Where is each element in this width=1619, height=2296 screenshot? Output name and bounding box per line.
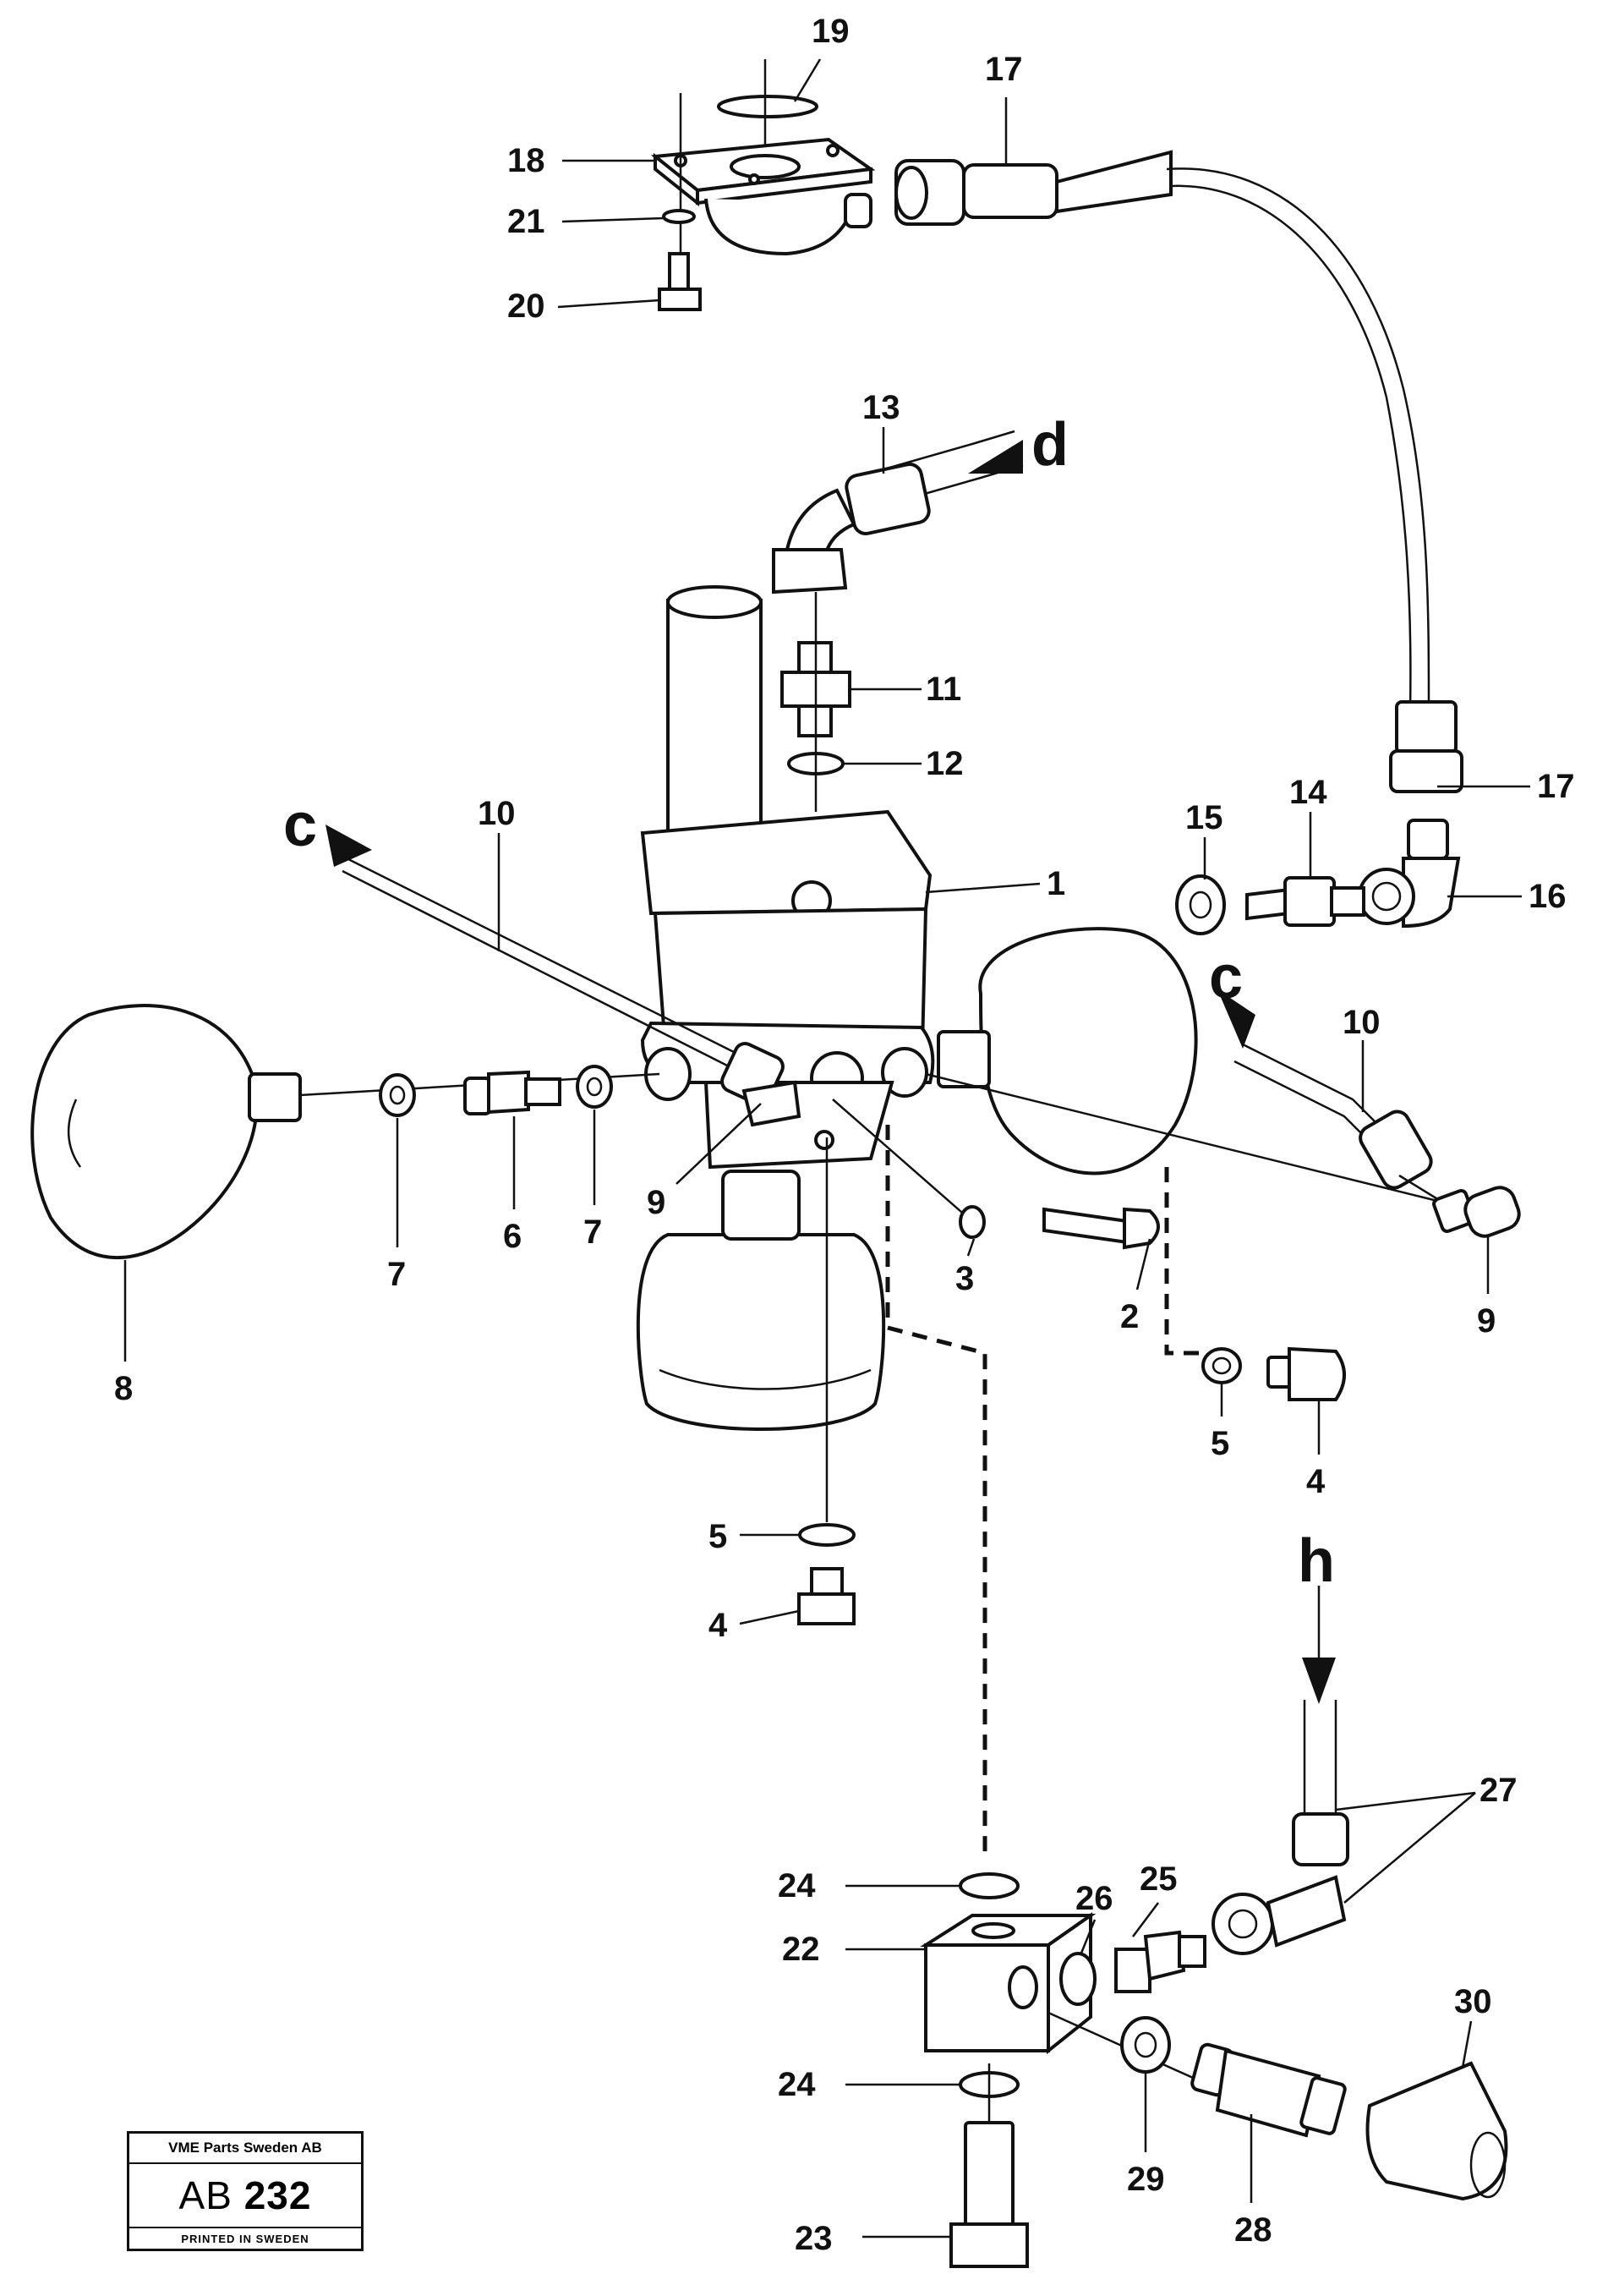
callout-7-right: 7 (583, 1214, 602, 1251)
arrow-c-left (325, 825, 372, 867)
callout-15: 15 (1185, 799, 1223, 836)
callout-1: 1 (1047, 865, 1065, 902)
stamp-code: AB 232 (129, 2164, 361, 2228)
callout-24-top: 24 (778, 1867, 816, 1904)
callout-12: 12 (926, 745, 964, 782)
callout-30: 30 (1454, 1983, 1492, 2020)
callout-4-bottom: 4 (708, 1607, 728, 1644)
flow-marker-c-left: c (283, 792, 317, 859)
callout-18: 18 (507, 142, 545, 179)
callout-28: 28 (1234, 2211, 1272, 2249)
callout-10-left: 10 (478, 795, 516, 832)
callout-5-bottom: 5 (708, 1518, 727, 1555)
leader-lines (123, 58, 1530, 2238)
bottom-plug (797, 1137, 856, 1625)
callout-23: 23 (795, 2220, 833, 2257)
callout-20: 20 (507, 288, 545, 325)
flow-markers: c c d h (283, 411, 1336, 1704)
callout-labels: 1 2 3 4 4 5 5 6 7 7 8 9 9 10 10 11 12 13… (114, 13, 1575, 2257)
callout-22: 22 (782, 1931, 820, 1968)
valve-block (640, 585, 935, 1170)
bottom-assembly (920, 1700, 1508, 2268)
callout-24-bottom: 24 (778, 2066, 816, 2103)
callout-29: 29 (1127, 2161, 1165, 2198)
callout-25: 25 (1140, 1860, 1178, 1898)
stamp-code-number: 232 (243, 2173, 312, 2217)
flow-marker-c-right: c (1209, 944, 1243, 1011)
accumulator-left (30, 1004, 302, 1260)
hose-fitting-right (1175, 700, 1463, 935)
callout-17-right: 17 (1537, 768, 1575, 805)
callout-13: 13 (862, 389, 900, 426)
arrow-c-right (1217, 989, 1255, 1049)
callout-9-left: 9 (647, 1184, 665, 1221)
callout-27: 27 (1480, 1772, 1518, 1809)
right-plugs (832, 1099, 1346, 1401)
callout-21: 21 (507, 203, 545, 240)
flange-assembly (650, 59, 1430, 711)
stamp-printed: PRINTED IN SWEDEN (181, 2233, 309, 2245)
catalog-stamp: VME Parts Sweden AB AB 232 PRINTED IN SW… (127, 2131, 364, 2251)
callout-16: 16 (1529, 878, 1567, 915)
callout-9-right: 9 (1477, 1302, 1496, 1340)
callout-17-top: 17 (985, 51, 1023, 88)
callout-6: 6 (503, 1218, 522, 1255)
accumulator-right (937, 927, 1198, 1175)
flow-marker-h: h (1298, 1527, 1335, 1595)
flow-marker-d: d (1031, 411, 1069, 479)
callout-7-left: 7 (387, 1256, 406, 1293)
callout-10-right: 10 (1343, 1004, 1381, 1041)
callout-3: 3 (955, 1260, 974, 1297)
callout-5-right: 5 (1211, 1425, 1229, 1462)
callout-11: 11 (926, 671, 961, 708)
callout-14: 14 (1289, 774, 1327, 811)
pipe-10-left (337, 852, 801, 1127)
callout-26: 26 (1075, 1880, 1113, 1917)
pipe-assembly-13 (772, 430, 1024, 812)
stamp-company: VME Parts Sweden AB (129, 2134, 361, 2164)
callout-8: 8 (114, 1370, 133, 1407)
accumulator-bottom (636, 1170, 886, 1431)
arrow-d (968, 440, 1023, 474)
callout-2: 2 (1120, 1298, 1139, 1335)
stamp-code-prefix: AB (178, 2173, 232, 2217)
pipe-10-right (925, 1043, 1521, 1238)
callout-19: 19 (812, 13, 850, 50)
callout-4-right: 4 (1306, 1463, 1326, 1500)
left-fittings (299, 1065, 660, 1117)
arrow-h (1302, 1658, 1336, 1704)
